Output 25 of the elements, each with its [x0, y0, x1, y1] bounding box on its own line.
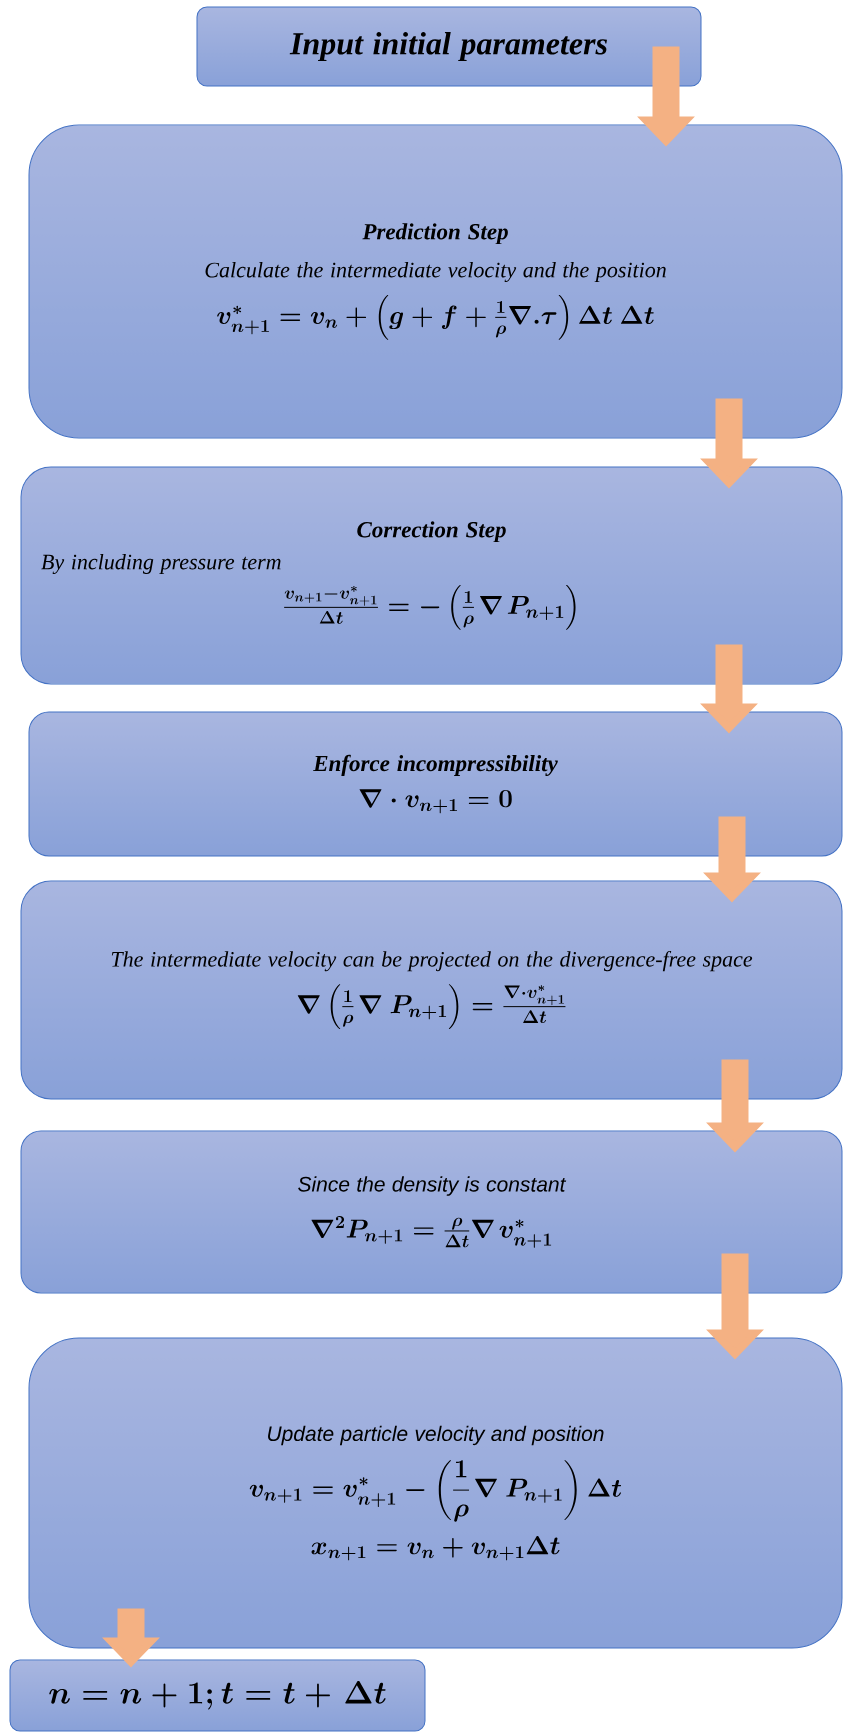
equation: $\nabla^{2}P_{n+1} = \frac{\rho}{\Delta t}\nabla\ v^{*}_{n+1}$ — [311, 1216, 552, 1248]
step-heading: Correction Step — [357, 521, 506, 543]
process-box — [28, 124, 843, 439]
process-box — [20, 1130, 843, 1294]
process-box — [20, 466, 843, 685]
step-description: The intermediate velocity can be projected on the divergence-free space — [111, 951, 753, 972]
equation: $\frac{v_{n+1}-v^{*}_{n+1}}{\Delta t} = -\left(\frac{1}{\rho}\ \nabla\ P_{n+1}\right)$ — [284, 585, 576, 630]
equation: $x_{n+1} = v_n + v_{n+1}\Delta t$ — [311, 1535, 560, 1561]
step-description: Calculate the intermediate velocity and the position — [205, 261, 666, 282]
process-box — [28, 1337, 843, 1649]
step-heading: Enforce incompressibility — [313, 754, 558, 776]
equation: $\nabla\cdot v_{n+1} = 0$ — [359, 789, 512, 814]
step-description: By including pressure term — [41, 553, 281, 574]
process-box — [9, 1659, 426, 1732]
equation: $v_{n+1} = v^{*}_{n+1} - \left(\frac{1}{\rho}\ \nabla\ \ P_{n+1}\right)\Delta t$ — [249, 1460, 622, 1522]
equation: $\nabla\left(\frac{1}{\rho}\ \nabla\ \ P_{n+1}\right) = \frac{\nabla\cdot v^{*}_{n+1}}{\Delta t}$ — [297, 984, 566, 1029]
step-heading: Prediction Step — [362, 223, 508, 245]
process-box — [28, 711, 843, 857]
equation: $v^{*}_{n+1} = v_n + \left(g + f + \frac{1}{\rho}\nabla . \tau\right) \Delta t \ \ \Delta t$ — [217, 295, 654, 340]
process-box — [196, 6, 702, 87]
step-description: Since the density is constant — [298, 1176, 567, 1196]
process-box — [20, 880, 843, 1100]
step-description: Update particle velocity and position — [268, 1425, 604, 1446]
equation: $n = n + 1; t = t + \ \Delta t$ — [49, 1681, 386, 1710]
title: Input initial parameters — [289, 32, 607, 61]
